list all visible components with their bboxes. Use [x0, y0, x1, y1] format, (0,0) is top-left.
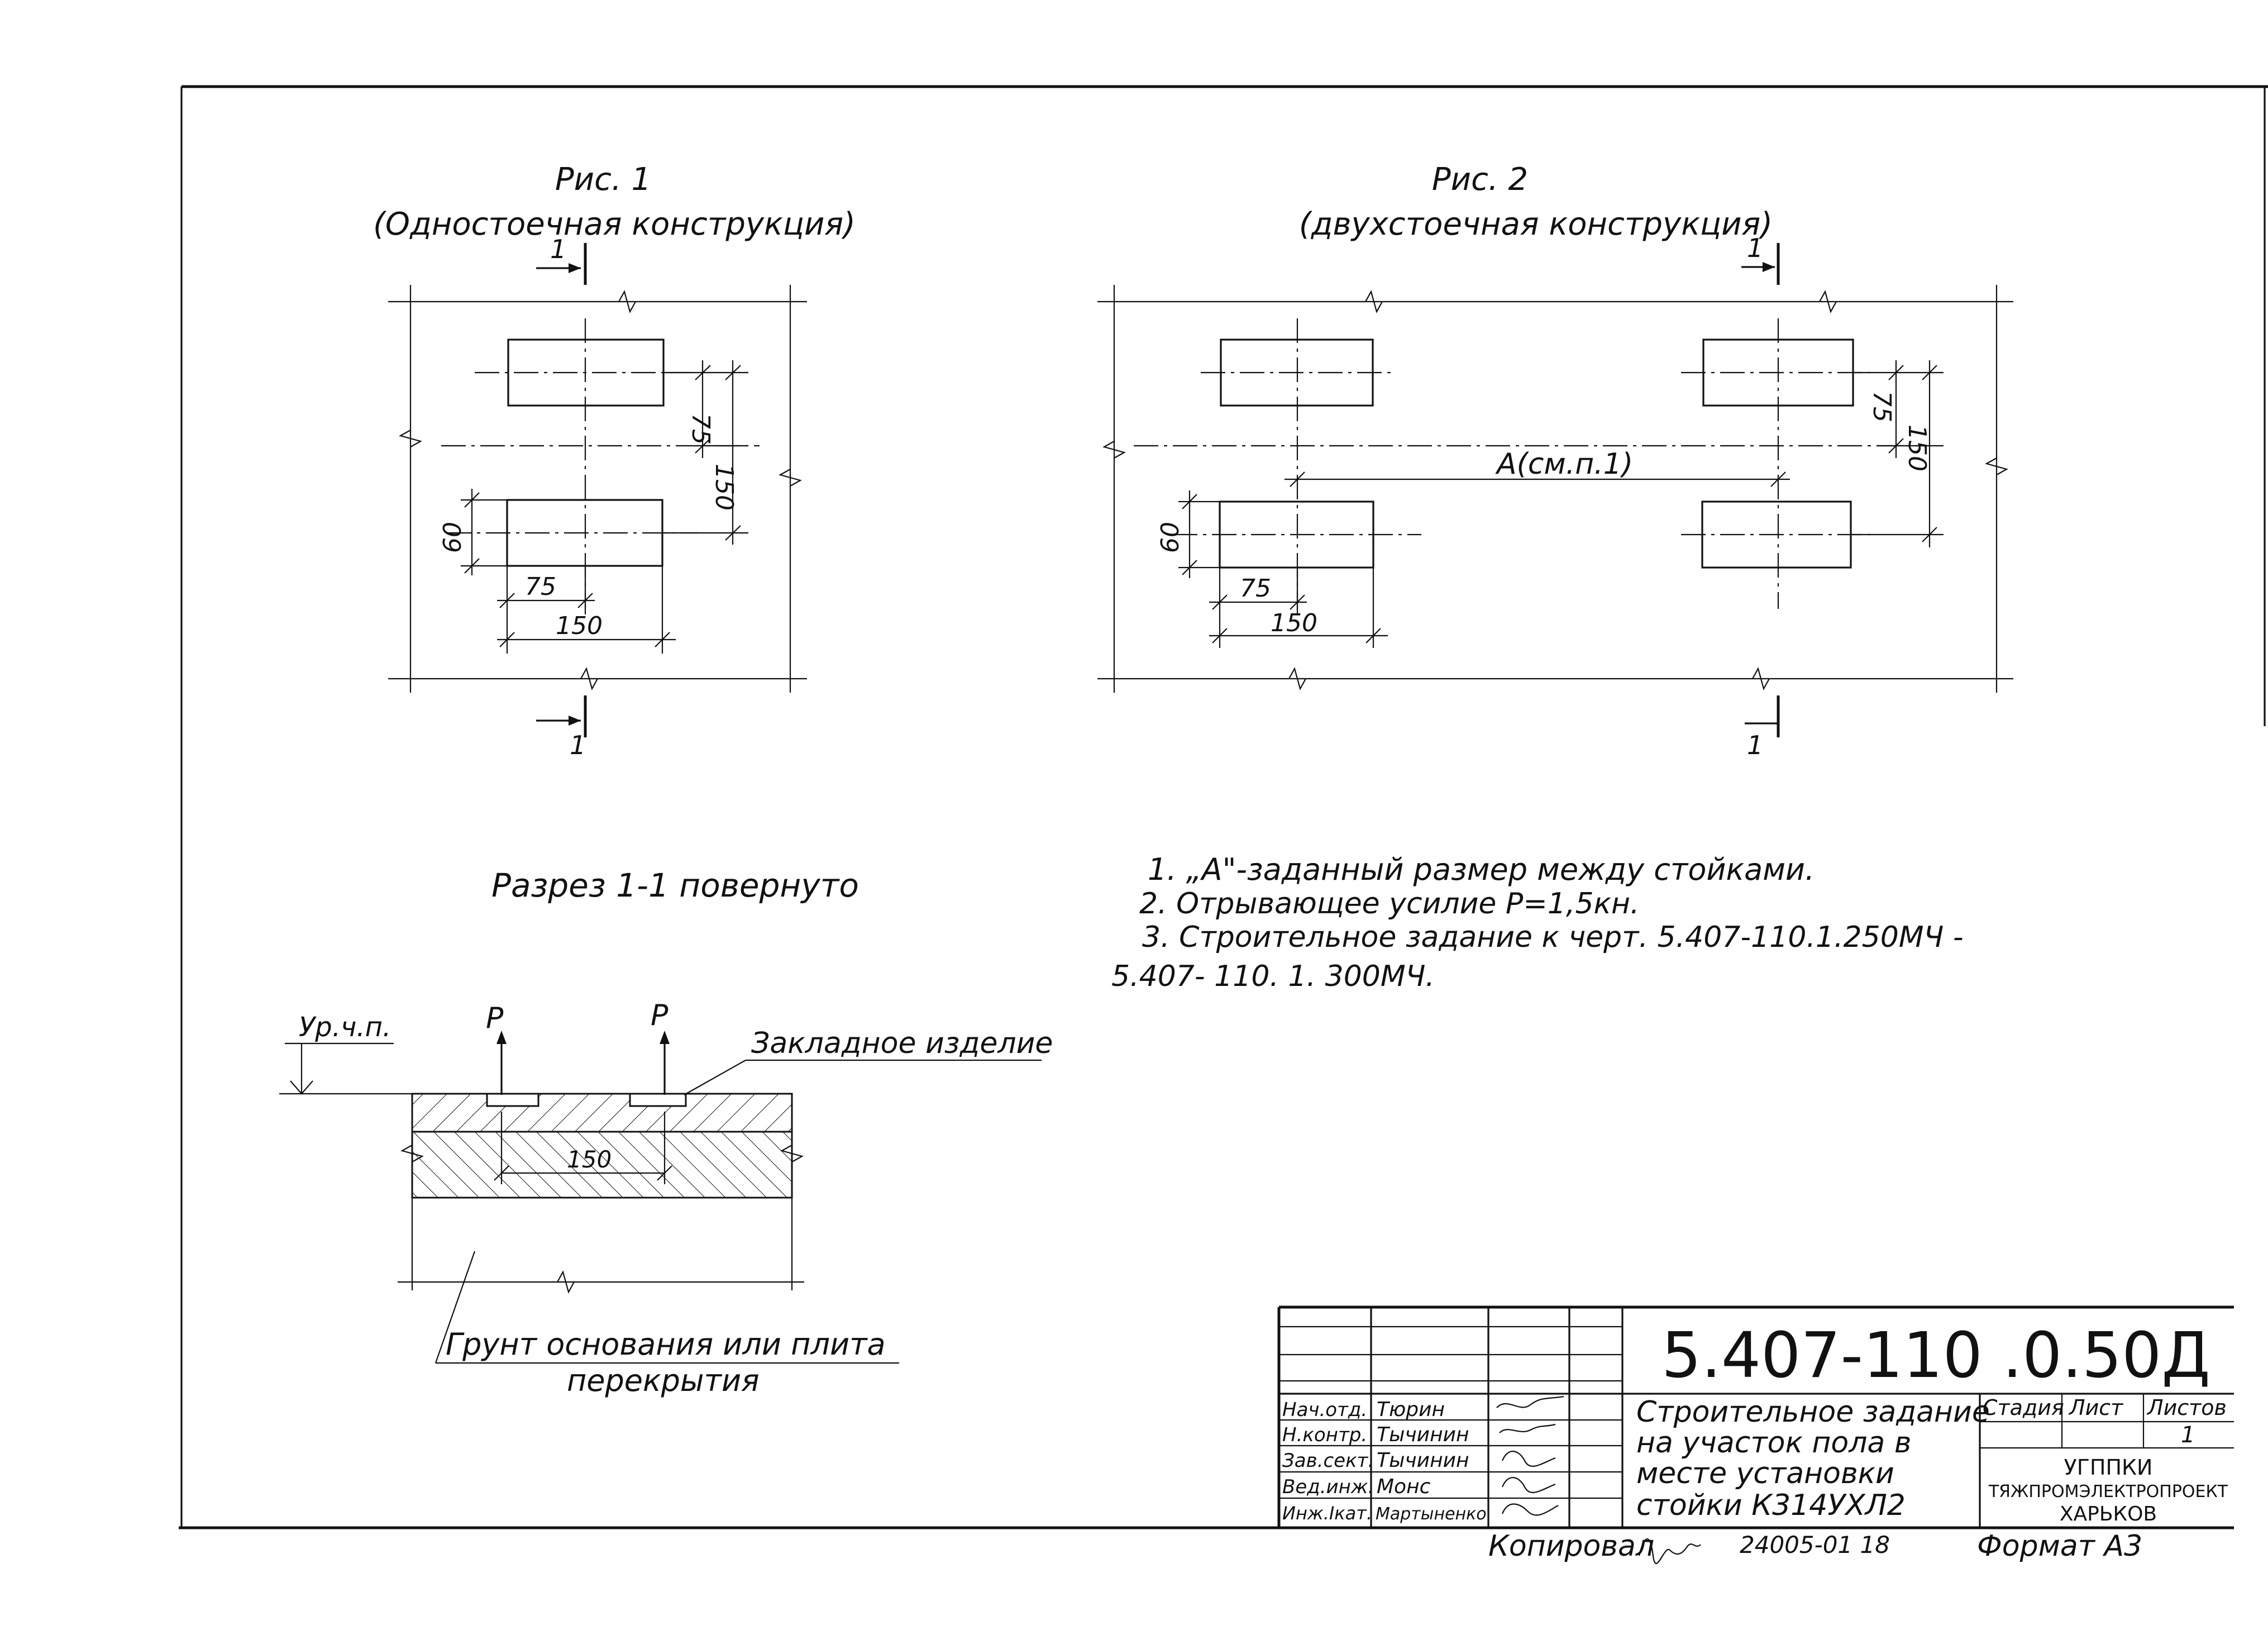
ground-label-line2: перекрытия: [567, 1363, 760, 1398]
fig1-title: Рис. 1: [555, 161, 651, 198]
note-3: 3. Строительное задание к черт. 5.407-11…: [1142, 921, 1964, 954]
force-p-left: P: [486, 1002, 504, 1035]
signatures: [1496, 1395, 1564, 1516]
role-1: Нач.отд.: [1282, 1399, 1367, 1421]
force-p-right: P: [651, 999, 669, 1032]
fig1-subtitle: (Одностоечная конструкция): [373, 206, 856, 242]
fig1-plan: Рис. 1 (Одностоечная конструкция) 1 1: [373, 161, 856, 760]
fig1-dim-150-horizontal: 150: [556, 612, 603, 640]
embedded-item-label: Закладное изделие: [751, 1027, 1053, 1060]
org-line2: ТЯЖПРОМЭЛЕКТРОПРОЕКТ: [1988, 1482, 2228, 1502]
fig2-plan: Рис. 2 (двухстоечная конструкция) А(см.п…: [1097, 161, 2013, 760]
note-3-continued: 5.407- 110. 1. 300МЧ.: [1111, 960, 1435, 993]
fig2-dim-60: 60: [1156, 522, 1185, 553]
fig1-section-mark-bottom: 1: [570, 730, 586, 760]
sheet-header: Лист: [2068, 1395, 2124, 1420]
role-2: Н.контр.: [1282, 1424, 1367, 1446]
note-1: 1. „А"-заданный размер между стойками.: [1148, 852, 1815, 887]
fig2-dim-a: А(см.п.1): [1495, 447, 1633, 481]
description-line2: на участок пола в: [1636, 1426, 1911, 1460]
fig2-title: Рис. 2: [1432, 161, 1528, 198]
fig2-dim-75-horizontal: 75: [1240, 574, 1271, 603]
embedded-item-left: [486, 1093, 539, 1107]
drawing-code: 5.407-110 .0.50Д: [1661, 1319, 2210, 1392]
fig1-dim-60: 60: [438, 522, 467, 553]
name-3: Тычинин: [1377, 1449, 1469, 1472]
fig1-section-mark-top: 1: [550, 234, 566, 264]
org-line3: ХАРЬКОВ: [2060, 1503, 2157, 1526]
notes: 1. „А"-заданный размер между стойками. 2…: [1111, 852, 1964, 993]
section-dim-150: 150: [567, 1146, 612, 1173]
note-2: 2. Отрывающее усилие P=1,5кн.: [1139, 887, 1639, 921]
footer: Копировал 24005-01 18 Формат А3: [1488, 1529, 2142, 1564]
fig2-dim-75-vertical: 75: [1868, 391, 1896, 422]
fig2-subtitle: (двухстоечная конструкция): [1299, 206, 1773, 242]
description-line4: стойки К314УХЛ2: [1636, 1489, 1906, 1522]
floor-topping-layer: [411, 1093, 793, 1133]
format-label: Формат А3: [1977, 1529, 2142, 1563]
section-1-1: Разрез 1-1 повернуто Ур.ч.п. P P Закладн…: [279, 866, 1053, 1398]
fig1-dim-75-horizontal: 75: [525, 573, 556, 601]
fig1-dim-75-vertical: 75: [686, 413, 715, 445]
ground-label-line1: Грунт основания или плита: [446, 1327, 886, 1362]
description-line1: Строительное задание: [1636, 1395, 1990, 1429]
copier-signature: [1638, 1538, 1701, 1564]
fig2-section-mark-bottom: 1: [1747, 730, 1763, 760]
copied-label: Копировал: [1488, 1529, 1654, 1563]
name-4: Монс: [1377, 1475, 1431, 1498]
role-3: Зав.сект.: [1282, 1450, 1374, 1472]
fig1-dim-150-vertical: 150: [710, 464, 738, 511]
floor-level-label: Ур.ч.п.: [299, 1012, 391, 1043]
role-5: Инж.Iкат.: [1282, 1503, 1372, 1524]
base-slab-layer: [411, 1131, 793, 1199]
title-block: 5.407-110 .0.50Д Нач.отд. Н.контр. Зав.с…: [1277, 1305, 2234, 1528]
name-5: Мартыненко: [1376, 1504, 1487, 1524]
embedded-item-right: [629, 1093, 687, 1107]
sheets-header: Листов: [2146, 1395, 2227, 1420]
name-2: Тычинин: [1377, 1423, 1469, 1446]
order-number: 24005-01 18: [1740, 1531, 1890, 1558]
sheet-value: 1: [2181, 1422, 2195, 1448]
fig2-section-mark-top: 1: [1747, 233, 1763, 263]
fig2-dim-150-vertical: 150: [1903, 425, 1931, 471]
fig2-dim-150-horizontal: 150: [1271, 609, 1317, 637]
sheet-frame: [179, 85, 2268, 1529]
section-title: Разрез 1-1 повернуто: [491, 866, 859, 904]
description-line3: месте установки: [1636, 1457, 1894, 1490]
stage-header: Стадия: [1983, 1395, 2064, 1420]
role-4: Вед.инж.: [1282, 1476, 1374, 1498]
org-line1: УГППКИ: [2064, 1455, 2153, 1480]
name-1: Тюрин: [1377, 1398, 1445, 1421]
